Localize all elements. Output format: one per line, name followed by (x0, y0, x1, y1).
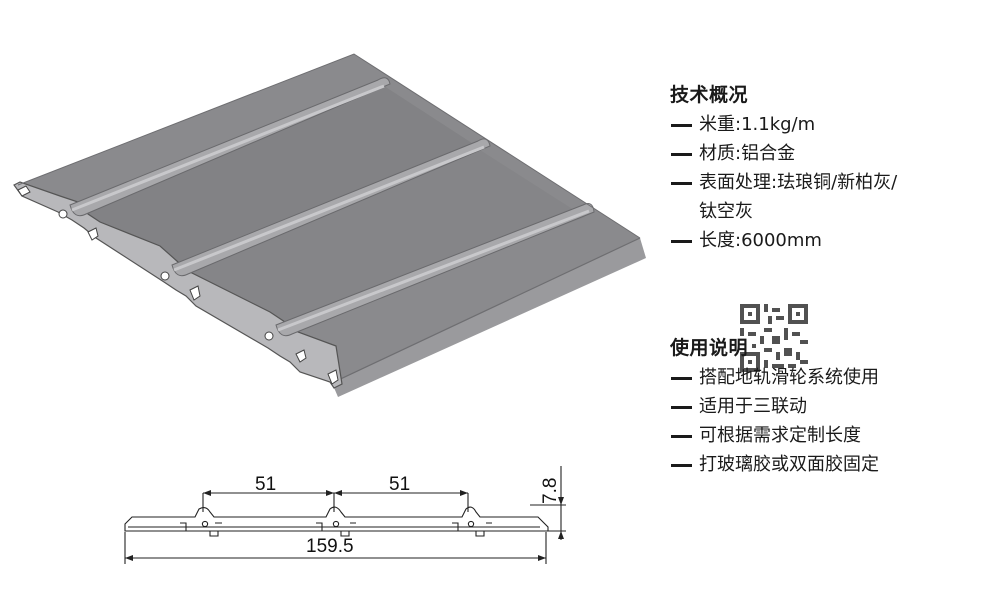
dim-label-total: 159.5 (306, 536, 354, 557)
usage-list: 搭配地轨滑轮系统使用 适用于三联动 可根据需求定制长度 打玻璃胶或双面胶固定 (670, 363, 879, 479)
spec-item-finish: 表面处理:珐琅铜/新柏灰/钛空灰 (670, 168, 897, 226)
dash-marker (671, 464, 692, 467)
tech-spec-list: 米重:1.1kg/m 材质:铝合金 表面处理:珐琅铜/新柏灰/钛空灰 长度:60… (670, 110, 897, 255)
usage-title: 使用说明 (670, 337, 749, 359)
tech-overview-title: 技术概况 (670, 84, 749, 106)
dash-marker (671, 124, 692, 127)
spec-item-length: 长度:6000mm (670, 226, 897, 255)
usage-item: 可根据需求定制长度 (670, 421, 879, 450)
spec-item-material: 材质:铝合金 (670, 139, 897, 168)
dash-marker (671, 240, 692, 243)
panel-band-1 (80, 82, 478, 280)
dim-label-height: 7.8 (540, 478, 561, 504)
dash-marker (671, 153, 692, 156)
tech-overview-section: 技术概况 米重:1.1kg/m 材质:铝合金 表面处理:珐琅铜/新柏灰/钛空灰 … (670, 80, 897, 255)
spec-item-finish-cont: 钛空灰 (699, 201, 753, 222)
dim-label-left: 51 (255, 474, 276, 495)
usage-item: 搭配地轨滑轮系统使用 (670, 363, 879, 392)
panel-band-2 (182, 150, 585, 332)
qr-code-image (740, 304, 808, 372)
dim-label-right: 51 (389, 474, 410, 495)
spec-item-weight: 米重:1.1kg/m (670, 110, 897, 139)
usage-item: 适用于三联动 (670, 392, 879, 421)
usage-section: 使用说明 搭配地轨滑轮系统使用 适用于三联动 可根据需求定制长度 打玻璃胶或双面… (670, 333, 879, 479)
panel-front-edge (332, 238, 646, 397)
profile-outline (124, 506, 549, 532)
dash-marker (671, 406, 692, 409)
usage-item: 打玻璃胶或双面胶固定 (670, 450, 879, 479)
dash-marker (671, 435, 692, 438)
dash-marker (671, 377, 692, 380)
dash-marker (671, 182, 692, 185)
